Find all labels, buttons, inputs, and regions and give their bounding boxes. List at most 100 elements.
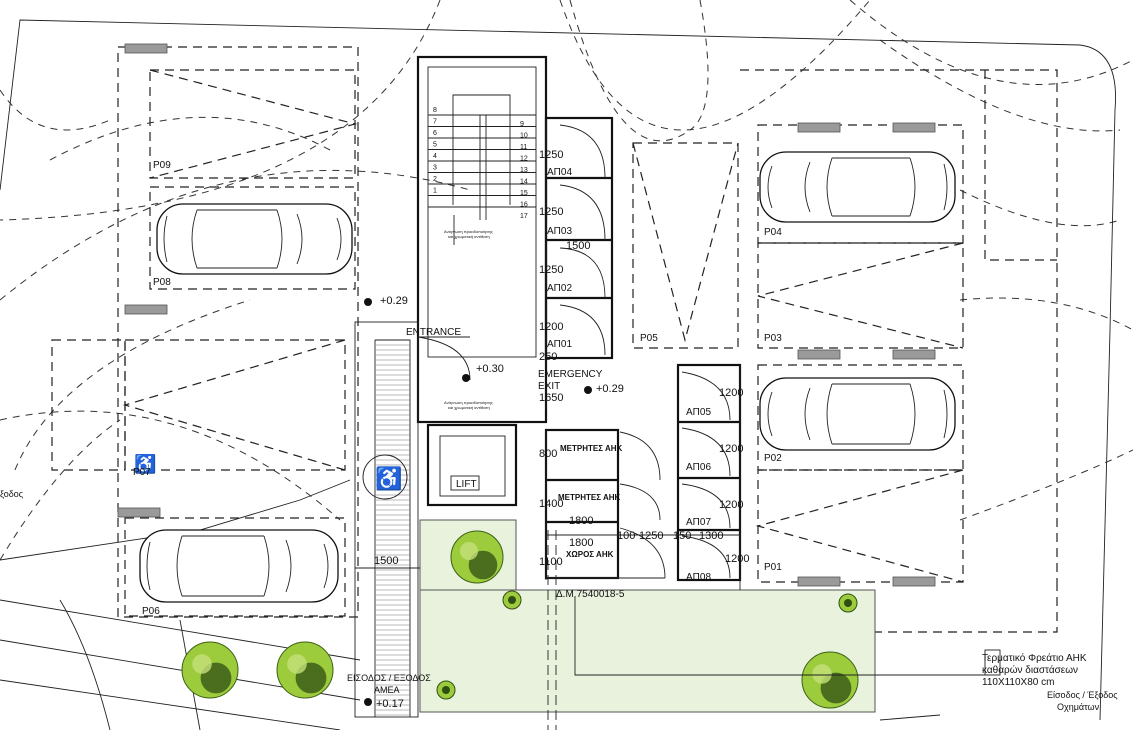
site-curves: [0, 0, 1133, 561]
kerb-stop: [892, 122, 936, 133]
tree-icon: [276, 641, 334, 699]
stair-number: 14: [520, 179, 528, 186]
kerb-stop: [892, 349, 936, 360]
dim-label: 1200: [719, 387, 743, 399]
dim-label: 1800: [569, 515, 593, 527]
dim-label: 1500: [566, 240, 590, 252]
stair-number: 15: [520, 190, 528, 197]
room-label-ap03: ΑΠ03: [547, 226, 572, 237]
dim-label: 1200: [539, 321, 563, 333]
room-label-ap05: ΑΠ05: [686, 407, 711, 418]
parking-label-p01: P01: [764, 562, 782, 573]
tree-icon: [801, 651, 859, 709]
level-label: +0.29: [380, 295, 408, 307]
car-p04: [759, 151, 956, 223]
kerb-stop: [124, 43, 168, 54]
kerb-stop: [797, 122, 841, 133]
pit-marker: [984, 649, 1001, 676]
parking-label-p07: P07: [133, 467, 151, 478]
edge-label: ξοδος: [0, 489, 24, 499]
dim-label: 1100: [539, 556, 563, 568]
stair-number: 7: [433, 119, 437, 126]
wheelchair-icon: ♿: [134, 453, 156, 474]
parking-label-p09: P09: [153, 160, 171, 171]
room-label-ap02: ΑΠ02: [547, 283, 572, 294]
stair-number: 13: [520, 167, 528, 174]
stair-number: 11: [520, 144, 527, 151]
room-label-ap01: ΑΠ01: [547, 339, 572, 350]
drain-line: [547, 530, 557, 730]
stair-number: 10: [520, 133, 528, 140]
parking-label-p08: P08: [153, 277, 171, 288]
exit-label: EXIT: [538, 381, 560, 392]
dim-label: 1250: [539, 264, 563, 276]
wheelchair-icon: ♿: [375, 466, 402, 491]
entrance-label: ENTRANCE: [406, 327, 461, 338]
ramp-hatch: [376, 344, 410, 716]
dim-label: 250: [539, 351, 557, 363]
car-p06: [139, 529, 339, 603]
dim-label: 1300: [699, 530, 723, 542]
dim-label: 800: [539, 448, 557, 460]
kerb-stop: [124, 304, 168, 315]
kerb-stop: [797, 576, 841, 587]
stair-note: και χρωματική αντίθεση: [448, 234, 490, 239]
stair-number: 5: [433, 142, 437, 149]
left-parking-zone: [51, 46, 359, 618]
room-label-ap06: ΑΠ06: [686, 462, 711, 473]
dim-label: 1500: [374, 555, 398, 567]
dim-label: 1250: [539, 149, 563, 161]
level-markers: [364, 298, 592, 706]
emergency-label: EMERGENCY: [538, 369, 603, 380]
stair-number: 4: [433, 153, 437, 160]
vehicle-access-label: Οχημάτων: [1057, 702, 1100, 712]
parking-label-p05: P05: [640, 333, 658, 344]
dim-label: 100: [617, 530, 635, 542]
stair-number: 12: [520, 156, 528, 163]
plot-boundary: [0, 19, 1116, 730]
access-label: ΕΙΣΟΔΟΣ / ΕΞΟΔΟΣ: [347, 673, 431, 683]
level-label: +0.17: [376, 698, 404, 710]
lift-label: LIFT: [456, 479, 477, 490]
car-p08: [156, 203, 353, 275]
lift-shaft: [426, 423, 518, 507]
pit-note: καθαρών διαστάσεων: [982, 664, 1078, 676]
trees: [181, 530, 859, 709]
parking-label-p04: P04: [764, 227, 782, 238]
plot-number: Δ.Μ 7540018-5: [556, 589, 625, 600]
dim-label: 1250: [539, 206, 563, 218]
access-ramp: [354, 321, 419, 718]
tree-icon: [181, 641, 239, 699]
dim-label: 1200: [719, 499, 743, 511]
stair-note: και χρωματική αντίθεση: [448, 405, 490, 410]
shrub-icon: [838, 593, 858, 613]
stair-number: 2: [433, 176, 437, 183]
pit-note: Τερματικό Φρεάτιο ΑΗΚ: [982, 652, 1087, 664]
room-label-ap08: ΑΠ08: [686, 572, 711, 583]
dim-label: 1650: [539, 392, 563, 404]
stair-number: 16: [520, 202, 528, 209]
shrub-icon: [436, 680, 456, 700]
stair-number: 8: [433, 107, 437, 114]
stair-number: 9: [520, 121, 524, 128]
kerb-stop: [117, 507, 161, 518]
room-label-meters-2: ΜΕΤΡΗΤΕΣ ΑΗΚ: [558, 493, 621, 502]
dim-label: 1800: [569, 537, 593, 549]
dim-label: 150: [673, 530, 691, 542]
stair-number: 3: [433, 165, 437, 172]
tree-icon: [450, 530, 504, 584]
car-p02: [759, 377, 956, 451]
access-label: ΑΜΕΑ: [374, 685, 400, 695]
level-label: +0.30: [476, 363, 504, 375]
vehicle-access-label: Είσοδος / Έξοδος: [1047, 690, 1118, 700]
dim-label: 1250: [639, 530, 663, 542]
stair-note: Ανάγνωση προειδοποίησης: [444, 400, 493, 405]
entrance-door: [417, 336, 471, 381]
parking-label-p03: P03: [764, 333, 782, 344]
room-label-ap07: ΑΠ07: [686, 517, 711, 528]
stair-treads: [428, 114, 536, 208]
plot-leader: [574, 596, 990, 676]
